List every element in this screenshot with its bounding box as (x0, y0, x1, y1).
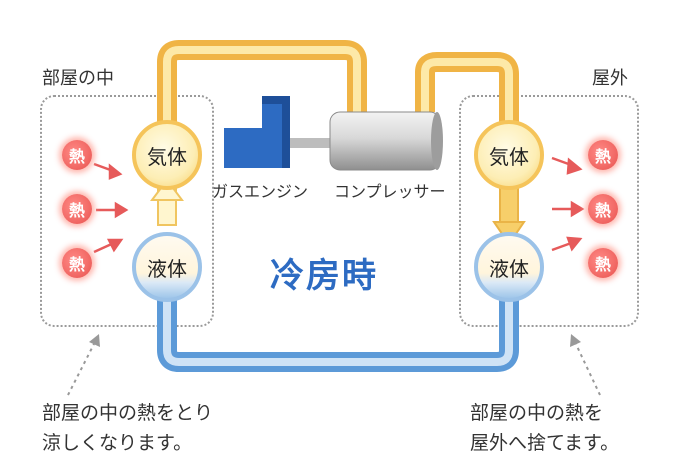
outdoor-gas-label: 気体 (489, 144, 529, 169)
heat-label: 熱 (594, 201, 611, 220)
compressor-shape (329, 111, 441, 171)
liquid-pipe (157, 295, 519, 372)
outdoor-box (459, 95, 639, 327)
indoor-liquid-bubble: 液体 (132, 232, 202, 302)
heat-mark-indoor-2: 熱 (62, 194, 92, 224)
gas-engine-shape (224, 96, 290, 168)
engine-shaft (290, 138, 332, 148)
heat-label: 熱 (594, 255, 611, 274)
heat-mark-outdoor-2: 熱 (588, 194, 618, 224)
indoor-caption-line2: 涼しくなります。 (42, 432, 193, 454)
heat-label: 熱 (68, 255, 85, 274)
outdoor-liquid-bubble: 液体 (474, 232, 544, 302)
indoor-gas-bubble: 気体 (132, 120, 202, 190)
heat-arrows-right (551, 156, 585, 252)
outdoor-gas-bubble: 気体 (474, 120, 544, 190)
heat-label: 熱 (68, 201, 85, 220)
outdoor-caption-line1: 部屋の中の熱を (470, 402, 604, 424)
heat-mark-indoor-1: 熱 (62, 140, 92, 170)
heat-label: 熱 (594, 147, 611, 166)
heat-mark-outdoor-1: 熱 (588, 140, 618, 170)
indoor-caption-line1: 部屋の中の熱をとり (42, 402, 214, 424)
indoor-liquid-label: 液体 (147, 256, 187, 281)
indoor-label: 部屋の中 (42, 68, 114, 89)
heat-mark-outdoor-3: 熱 (588, 248, 618, 278)
indoor-box (40, 95, 214, 327)
heat-mark-indoor-3: 熱 (62, 248, 92, 278)
outdoor-label: 屋外 (592, 68, 628, 89)
flow-arrow-up (150, 178, 184, 201)
heat-arrows-left (93, 162, 129, 254)
mode-title: 冷房時 (270, 256, 378, 296)
heat-label: 熱 (68, 147, 85, 166)
indoor-caption: 部屋の中の熱をとり 涼しくなります。 (42, 398, 213, 458)
outdoor-caption-line2: 屋外へ捨てます。 (470, 432, 620, 454)
outdoor-caption: 部屋の中の熱を 屋外へ捨てます。 (470, 398, 619, 458)
indoor-gas-label: 気体 (147, 144, 187, 169)
gas-engine-label: ガスエンジン (212, 182, 309, 201)
outdoor-liquid-label: 液体 (489, 256, 529, 281)
caption-pointers (67, 339, 601, 396)
compressor-label: コンプレッサー (334, 182, 446, 201)
